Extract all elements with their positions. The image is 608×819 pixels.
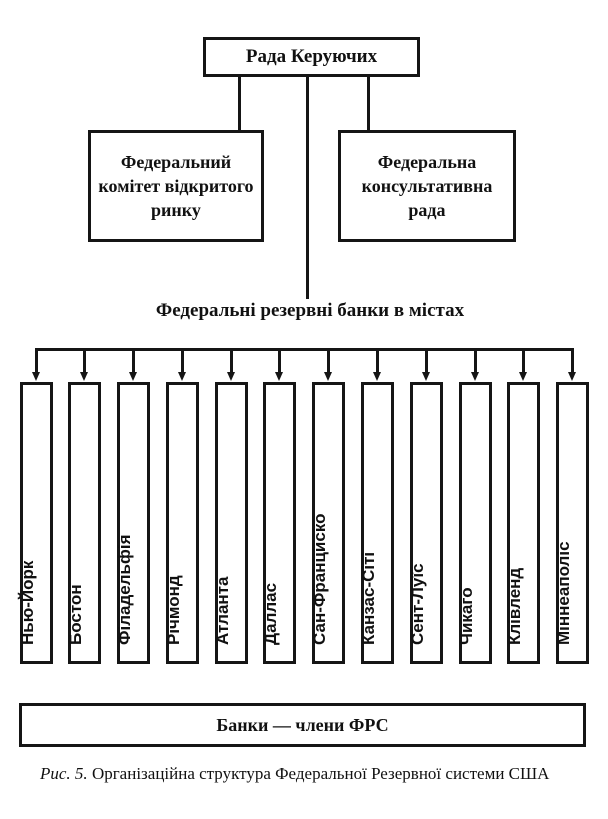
bank-connector bbox=[425, 348, 428, 374]
reserve-bank-box: Клівленд bbox=[504, 382, 540, 664]
fomc-label-line: комітет відкритого bbox=[98, 175, 254, 196]
reserve-bank-label: Річмонд bbox=[163, 575, 183, 645]
arrow-down-icon bbox=[80, 372, 88, 381]
reserve-bank-label: Сент-Луїс bbox=[407, 563, 427, 645]
bank-bus-line bbox=[36, 348, 573, 351]
arrow-down-icon bbox=[373, 372, 381, 381]
arrow-down-icon bbox=[227, 372, 235, 381]
board-of-governors-box: Рада Керуючих bbox=[203, 37, 420, 77]
bank-connector bbox=[35, 348, 38, 374]
bank-connector bbox=[83, 348, 86, 374]
reserve-bank-box: Канзас-Сіті bbox=[358, 382, 394, 664]
reserve-bank-label: Бостон bbox=[65, 584, 85, 645]
member-banks-label: Банки — члени ФРС bbox=[216, 714, 389, 735]
reserve-bank-label: Даллас bbox=[260, 582, 280, 645]
arrow-down-icon bbox=[324, 372, 332, 381]
fomc-label-line: ринку bbox=[151, 200, 201, 221]
connector-top-main bbox=[306, 77, 309, 299]
reserve-bank-box: Бостон bbox=[65, 382, 101, 664]
reserve-bank-label: Атланта bbox=[212, 576, 232, 645]
arrow-down-icon bbox=[32, 372, 40, 381]
reserve-bank-box: Атланта bbox=[212, 382, 248, 664]
reserve-bank-label: Сан-Франциско bbox=[309, 513, 329, 645]
arrow-down-icon bbox=[178, 372, 186, 381]
bank-connector bbox=[181, 348, 184, 374]
figure-number: Рис. 5. bbox=[40, 764, 88, 783]
reserve-bank-label: Чикаго bbox=[456, 587, 476, 645]
reserve-bank-box: Сан-Франциско bbox=[309, 382, 345, 664]
arrow-down-icon bbox=[519, 372, 527, 381]
advisory-label-line: консультативна bbox=[361, 175, 493, 196]
reserve-bank-label: Нью-Йорк bbox=[17, 560, 37, 645]
reserve-banks-label: Федеральні резервні банки в містах bbox=[155, 300, 465, 321]
bank-connector bbox=[230, 348, 233, 374]
reserve-bank-box: Міннеаполіс bbox=[553, 382, 589, 664]
connector-top-right bbox=[367, 77, 370, 130]
reserve-bank-box: Нью-Йорк bbox=[17, 382, 53, 664]
bank-connector bbox=[278, 348, 281, 374]
arrow-down-icon bbox=[275, 372, 283, 381]
arrow-down-icon bbox=[568, 372, 576, 381]
connector-top-left bbox=[238, 77, 241, 130]
advisory-label-line: Федеральна bbox=[377, 151, 477, 172]
bank-connector bbox=[474, 348, 477, 374]
arrow-down-icon bbox=[129, 372, 137, 381]
advisory-label-line: рада bbox=[408, 200, 446, 221]
reserve-bank-label: Клівленд bbox=[504, 567, 524, 645]
reserve-bank-box: Річмонд bbox=[163, 382, 199, 664]
bank-connector bbox=[571, 348, 574, 374]
reserve-bank-label: Міннеаполіс bbox=[553, 541, 573, 645]
arrow-down-icon bbox=[471, 372, 479, 381]
bank-connector bbox=[327, 348, 330, 374]
reserve-bank-box: Чикаго bbox=[456, 382, 492, 664]
advisory-council-box: Федеральна консультативна рада bbox=[338, 130, 516, 242]
figure-caption-text: Організаційна структура Федеральної Резе… bbox=[87, 764, 550, 783]
bank-connector bbox=[522, 348, 525, 374]
reserve-bank-label: Філадельфія bbox=[114, 534, 134, 646]
reserve-bank-box: Сент-Луїс bbox=[407, 382, 443, 664]
fomc-box: Федеральний комітет відкритого ринку bbox=[88, 130, 264, 242]
fomc-label-line: Федеральний bbox=[120, 151, 232, 172]
bank-connector bbox=[132, 348, 135, 374]
member-banks-box: Банки — члени ФРС bbox=[19, 703, 586, 747]
reserve-bank-label: Канзас-Сіті bbox=[358, 551, 378, 645]
bank-connector bbox=[376, 348, 379, 374]
reserve-bank-box: Даллас bbox=[260, 382, 296, 664]
board-of-governors-label: Рада Керуючих bbox=[245, 46, 378, 67]
figure-caption: Рис. 5. Організаційна структура Федераль… bbox=[40, 764, 600, 784]
arrow-down-icon bbox=[422, 372, 430, 381]
reserve-bank-box: Філадельфія bbox=[114, 382, 150, 664]
